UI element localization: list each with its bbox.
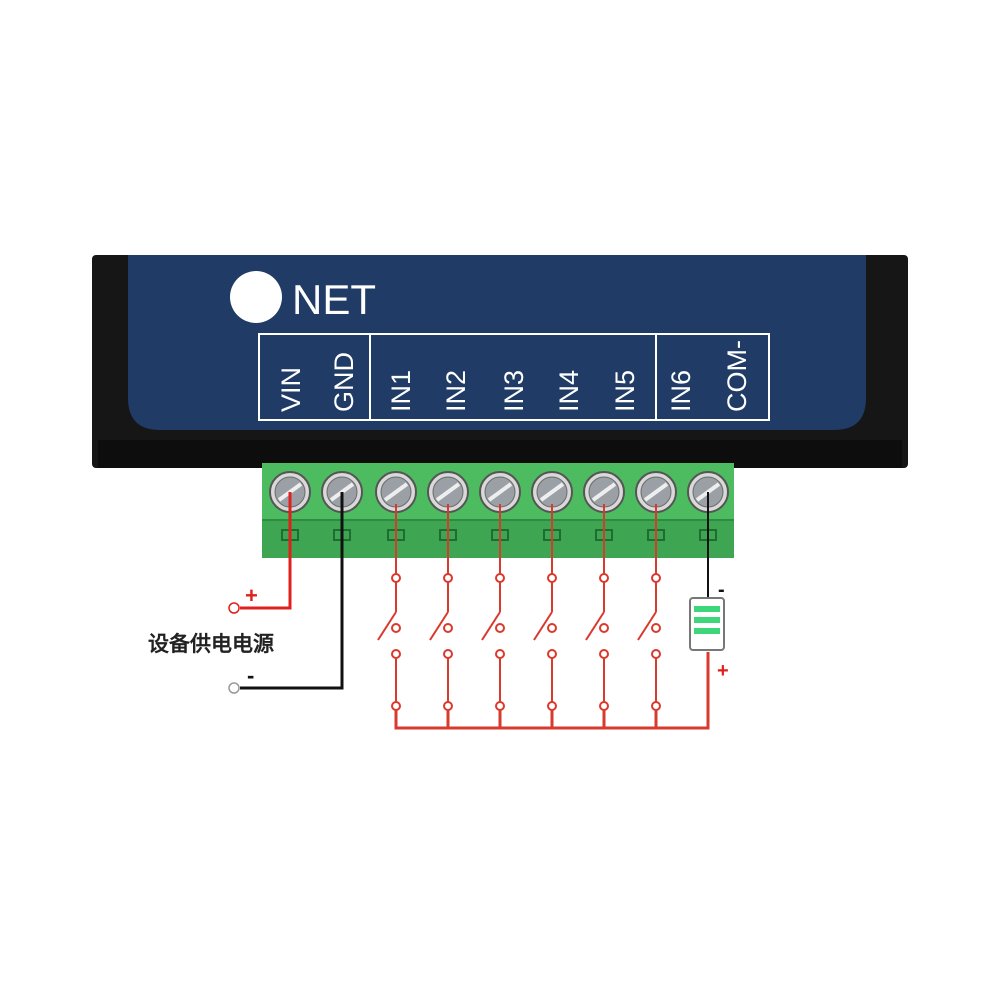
- common-circuit: [394, 652, 710, 730]
- power-wiring: [228, 492, 344, 694]
- terminal-label-in4: IN4: [554, 370, 584, 412]
- terminal-label-in5: IN5: [610, 370, 640, 412]
- device-panel: [128, 255, 866, 430]
- terminal-label-in6: IN6: [666, 370, 696, 412]
- power-negative-terminal-icon: [228, 682, 240, 694]
- terminal-label-in2: IN2: [441, 370, 471, 412]
- power-positive-terminal-icon: [228, 602, 240, 614]
- power-positive-symbol: +: [245, 583, 258, 608]
- screw-in1-icon[interactable]: [375, 471, 417, 513]
- terminal-labels: VIN GND IN1 IN2 IN3 IN4 IN5 IN6 COM-: [276, 340, 752, 412]
- terminal-label-frame: [258, 333, 770, 421]
- screw-in6-icon[interactable]: [635, 471, 677, 513]
- common-bus-wire: [394, 652, 710, 730]
- battery-icon: [689, 597, 725, 651]
- battery-negative-symbol: -: [718, 579, 725, 601]
- terminal-label-vin: VIN: [276, 367, 306, 412]
- device: NET VIN GND IN1 IN2 IN3 IN4 IN5 IN6 COM-: [92, 255, 908, 468]
- switch-in6-icon: [637, 504, 661, 728]
- terminal-label-in3: IN3: [499, 370, 529, 412]
- power-supply-label: 设备供电电源: [148, 632, 274, 656]
- terminal-label-com: COM-: [722, 340, 752, 412]
- battery-positive-symbol: +: [717, 660, 729, 682]
- screw-in3-icon[interactable]: [479, 471, 521, 513]
- wire-vin: [240, 492, 292, 610]
- switch-in5-icon: [585, 504, 609, 728]
- power-negative-symbol: -: [247, 663, 254, 688]
- wire-gnd: [240, 492, 344, 690]
- switch-in4-icon: [533, 504, 557, 728]
- screw-in5-icon[interactable]: [583, 471, 625, 513]
- net-indicator-icon: [230, 271, 282, 323]
- terminal-label-gnd: GND: [329, 352, 359, 412]
- switch-in3-icon: [481, 504, 505, 728]
- switch-in2-icon: [429, 504, 453, 728]
- screw-in4-icon[interactable]: [531, 471, 573, 513]
- terminal-label-in1: IN1: [386, 370, 416, 412]
- net-indicator-label: NET: [292, 276, 376, 323]
